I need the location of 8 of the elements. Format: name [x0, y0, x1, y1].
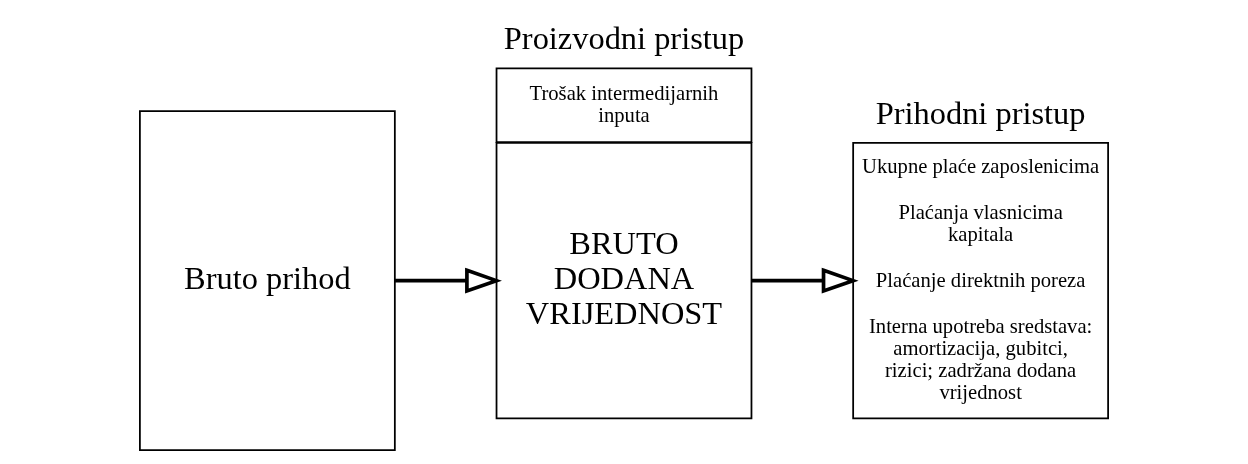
- node-box: Bruto prihod: [139, 110, 396, 451]
- node-box: Ukupne plaće zaposlenicima Plaćanja vlasnicima kapitala Plaćanje direktnih poreza Interna upotreba sredstava: amortizacija, gubitci, rizici; zadržana dodana vrijednost: [852, 141, 1109, 420]
- arrow: [751, 267, 859, 294]
- label: Prihodni pristup: [875, 94, 1086, 131]
- arrow: [395, 267, 502, 294]
- label: Proizvodni pristup: [503, 19, 745, 56]
- node-box: BRUTO DODANA VRIJEDNOST: [495, 141, 753, 420]
- node-box: Trošak intermedijarnih inputa: [495, 67, 753, 143]
